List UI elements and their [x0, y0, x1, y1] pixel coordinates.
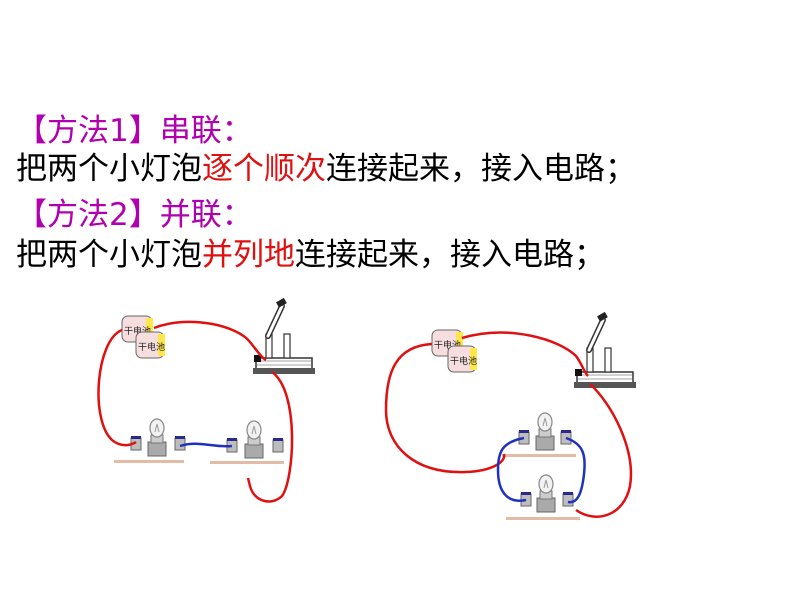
terminal-post-icon [562, 491, 574, 507]
battery-label-2: 干电池 [450, 355, 477, 367]
wire-battery-to-bulb [97, 328, 137, 447]
battery-label-2: 干电池 [138, 341, 165, 353]
method2-description: 把两个小灯泡并列地连接起来，接入电路； [16, 236, 605, 274]
switch-icon [253, 298, 315, 374]
method1-highlight: 逐个顺次 [202, 151, 326, 187]
method2-heading: 【方法2】并联： [16, 197, 253, 233]
wire-battery-to-bulbs [384, 342, 506, 474]
method2-highlight: 并列地 [202, 237, 295, 273]
method2-text-after: 连接起来，接入电路； [295, 237, 605, 273]
switch-icon [574, 312, 636, 388]
series-circuit: 干电池 干电池 [97, 298, 315, 503]
method1-description: 把两个小灯泡逐个顺次连接起来，接入电路； [16, 150, 636, 188]
parallel-circuit: 干电池 干电池 [384, 312, 636, 520]
method1-heading: 【方法1】串联： [16, 113, 253, 149]
method2-text-before: 把两个小灯泡 [16, 237, 202, 273]
wire-parallel-left [496, 436, 527, 502]
bulb-holder-base [210, 461, 284, 464]
wire-switch-to-bulb [246, 370, 294, 503]
light-bulb-icon [147, 418, 167, 457]
light-bulb-icon [535, 412, 555, 451]
wire-parallel-right [565, 436, 586, 504]
terminal-post-icon [560, 429, 572, 445]
battery-icon: 干电池 干电池 [121, 315, 165, 359]
terminal-post-icon [520, 491, 532, 507]
wire-battery-to-switch [153, 320, 267, 362]
method1-text-after: 连接起来，接入电路； [326, 151, 636, 187]
wire-switch-to-bulbs [575, 383, 633, 518]
bulb-holder-base [506, 517, 580, 520]
wire-battery-to-switch [461, 331, 589, 377]
terminal-post-icon [518, 429, 530, 445]
light-bulb-icon [536, 474, 556, 513]
terminal-post-icon [174, 435, 186, 451]
method1-text-before: 把两个小灯泡 [16, 151, 202, 187]
bulb-holder-base [114, 460, 184, 463]
light-bulb-icon [244, 420, 264, 459]
wire-bulb-to-bulb [179, 442, 233, 448]
battery-icon: 干电池 干电池 [431, 329, 477, 373]
terminal-post-icon [272, 437, 284, 453]
bulb-holder-base [502, 454, 576, 457]
